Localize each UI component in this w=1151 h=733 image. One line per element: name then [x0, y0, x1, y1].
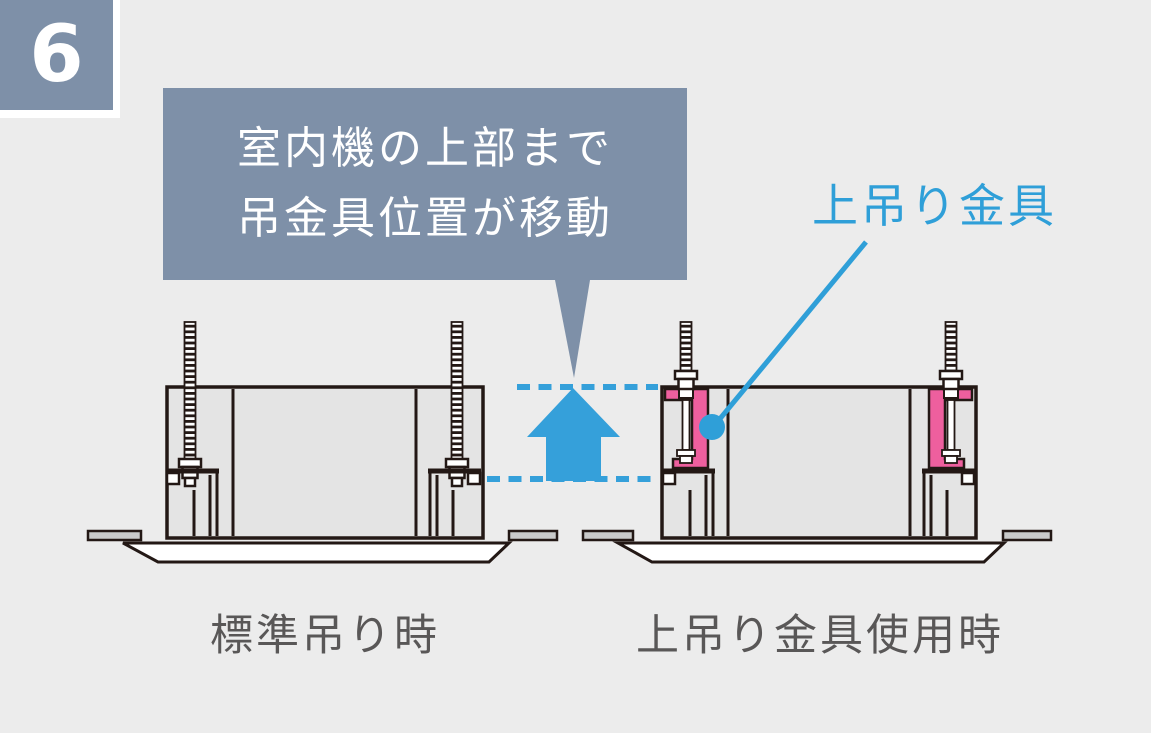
ceiling-line: [581, 529, 635, 542]
step-badge-frame: 6: [0, 0, 120, 118]
step-badge: 6: [0, 0, 113, 110]
threaded-rod: [450, 321, 464, 461]
upper-bracket-unit-drawing: [581, 321, 1053, 564]
caption-upper-bracket: 上吊り金具使用時: [636, 611, 1004, 661]
step-number: 6: [29, 10, 84, 100]
callout-box: 室内機の上部まで 吊金具位置が移動: [163, 88, 687, 280]
upper-bracket-label: 上吊り金具: [812, 179, 1057, 233]
annotations: [487, 240, 868, 482]
leader-dot: [699, 414, 725, 440]
rod-nut-washer: [673, 369, 699, 391]
ceiling-panel: [122, 541, 513, 564]
caption-standard-hanging: 標準吊り時: [210, 611, 440, 661]
threaded-rod: [944, 321, 958, 375]
callout-line-1: 室内機の上部まで: [237, 123, 613, 174]
ceiling-line: [86, 529, 143, 542]
up-arrow: [527, 388, 620, 481]
callout-pointer: [555, 280, 590, 378]
callout-line-2: 吊金具位置が移動: [237, 193, 613, 244]
ceiling-line: [1001, 529, 1053, 542]
ceiling-panel: [612, 541, 1008, 564]
standard-hanging-unit-drawing: [86, 321, 559, 564]
unit-flange-lines: [231, 389, 418, 536]
threaded-rod: [183, 321, 197, 461]
rod-nut-washer: [938, 369, 964, 391]
leader-line: [712, 240, 868, 428]
ceiling-line: [507, 529, 559, 542]
unit-flange-lines: [726, 389, 912, 536]
threaded-rod: [679, 321, 693, 375]
